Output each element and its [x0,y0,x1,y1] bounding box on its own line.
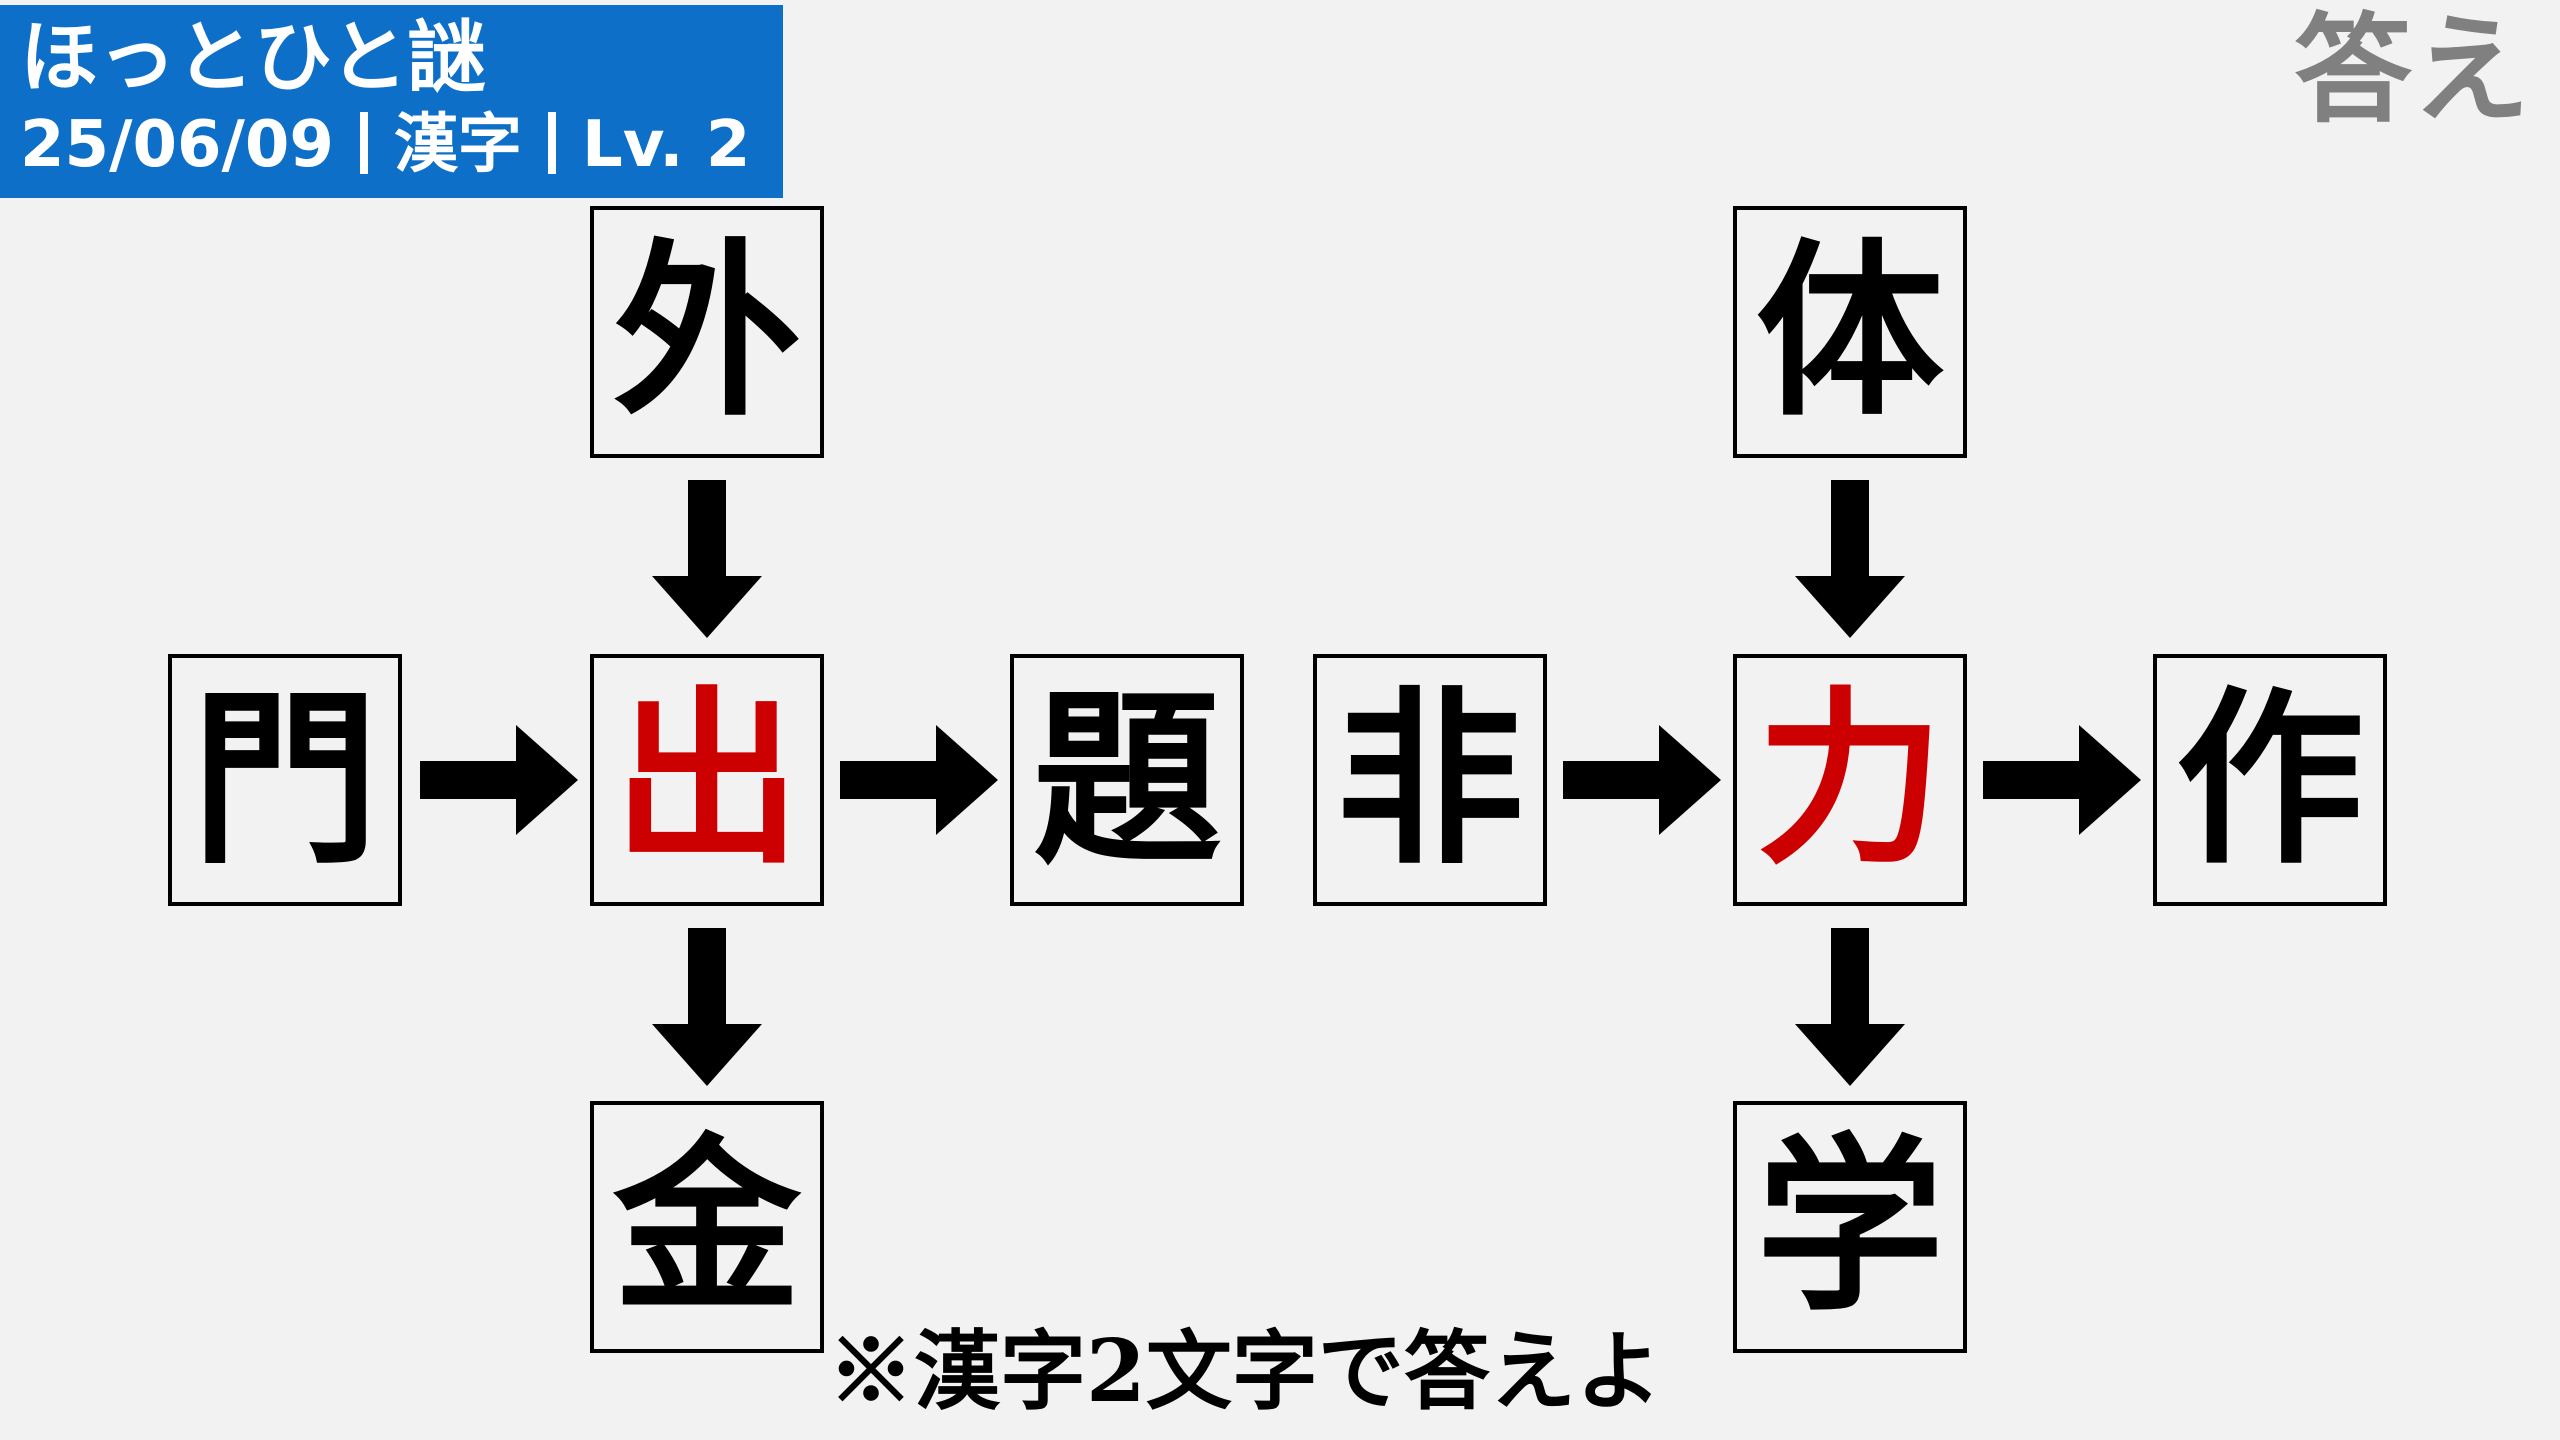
arrow-right-icon [1563,725,1721,835]
kanji-box-left-left: 門 [168,654,402,906]
puzzle-date: 25/06/09 [20,108,334,182]
answer-button[interactable]: 答え [2293,1,2530,139]
header-meta: 25/06/09 漢字 Lv. 2 [20,105,750,185]
kanji-box-right-center: 力 [1733,654,1967,906]
separator-bar [359,112,368,174]
arrow-down-icon [652,480,762,638]
kanji-box-left-center: 出 [590,654,824,906]
kanji-box-right-left: 非 [1313,654,1547,906]
kanji-box-right-top: 体 [1733,206,1967,458]
kanji-box-right-right: 作 [2153,654,2387,906]
arrow-down-icon [652,928,762,1086]
arrow-right-icon [420,725,578,835]
kanji-box-left-bottom: 金 [590,1101,824,1353]
arrow-right-icon [1983,725,2141,835]
separator-bar [547,112,556,174]
kanji-box-left-top: 外 [590,206,824,458]
header-banner: ほっとひと謎 25/06/09 漢字 Lv. 2 [0,5,783,198]
kanji-box-left-right: 題 [1010,654,1244,906]
app-title: ほっとひと謎 [20,13,486,103]
arrow-right-icon [840,725,998,835]
instruction-note: ※漢字2文字で答えよ [828,1321,1662,1422]
puzzle-level: Lv. 2 [581,108,751,182]
arrow-down-icon [1795,928,1905,1086]
puzzle-category: 漢字 [393,108,522,182]
kanji-box-right-bottom: 学 [1733,1101,1967,1353]
arrow-down-icon [1795,480,1905,638]
